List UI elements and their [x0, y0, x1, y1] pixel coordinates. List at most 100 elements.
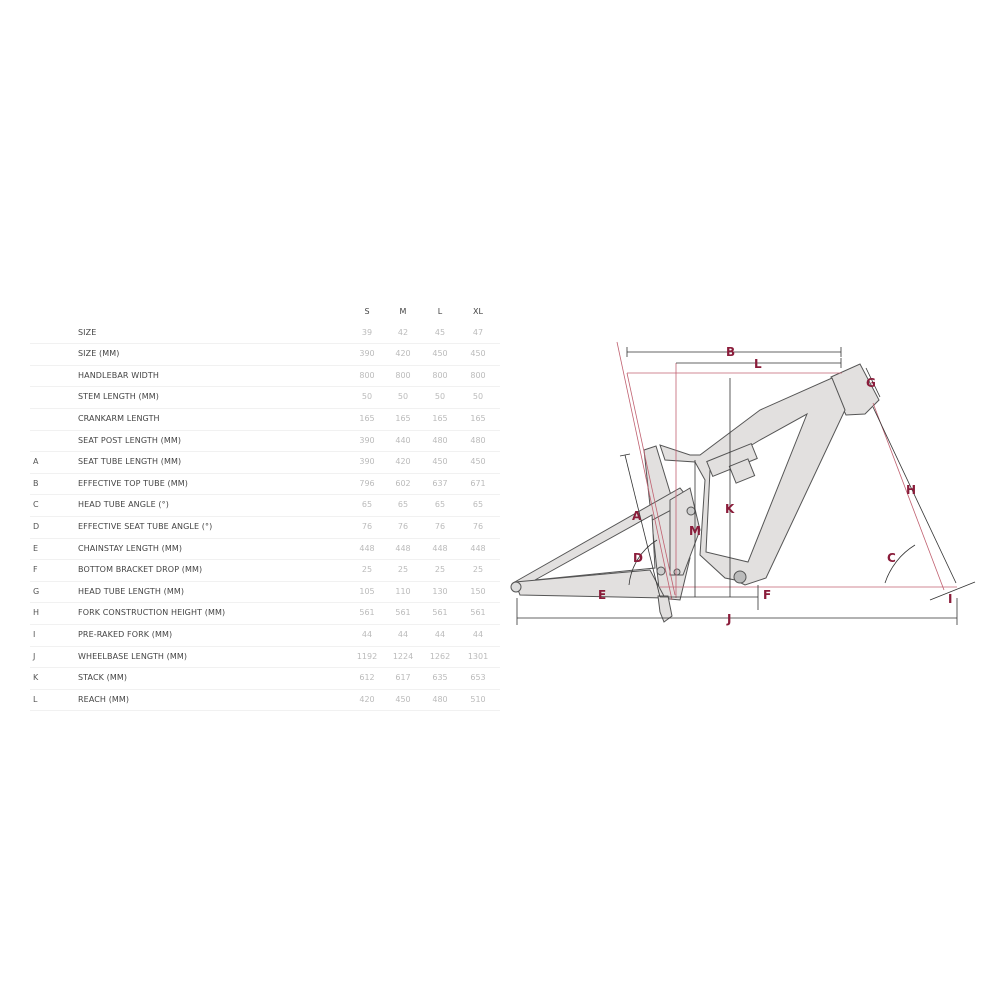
row-label: CHAINSTAY LENGTH (MM)	[78, 543, 183, 553]
row-label: BOTTOM BRACKET DROP (MM)	[78, 565, 203, 575]
shock-reservoir	[728, 458, 756, 484]
row-label: HANDLEBAR WIDTH	[78, 370, 160, 380]
row-letter: B	[33, 478, 39, 488]
cell-l: 450	[432, 349, 448, 359]
cell-xl: 653	[470, 673, 486, 683]
cell-s: 39	[361, 327, 373, 337]
row-letter: D	[33, 521, 40, 531]
cell-l: 480	[432, 435, 448, 445]
row-label: CRANKARM LENGTH	[78, 413, 160, 423]
cell-m: 800	[395, 370, 411, 380]
rear-triangle-hole	[534, 514, 656, 581]
frame	[510, 363, 880, 623]
cell-m: 561	[395, 608, 411, 618]
row-letter: C	[33, 500, 39, 510]
row-label: SEAT POST LENGTH (MM)	[78, 435, 182, 445]
bb-pivot	[733, 570, 747, 584]
cell-s: 390	[359, 457, 375, 467]
cell-xl: 150	[470, 586, 486, 596]
cell-xl: 76	[472, 521, 484, 531]
cell-s: 76	[361, 521, 373, 531]
main-triangle-hole	[705, 412, 808, 563]
row-label: STEM LENGTH (MM)	[78, 392, 159, 402]
cell-xl: 480	[470, 435, 486, 445]
cell-m: 165	[395, 413, 411, 423]
pivot	[673, 568, 681, 576]
label-a: A	[632, 509, 642, 523]
label-d: D	[633, 551, 643, 565]
label-h: H	[906, 483, 916, 497]
cell-m: 25	[397, 565, 409, 575]
dimension-lines	[516, 347, 976, 625]
cell-l: 561	[432, 608, 448, 618]
label-c: C	[887, 551, 896, 565]
row-letter: E	[33, 543, 39, 553]
dropout	[657, 595, 673, 623]
column-header-xl: XL	[473, 307, 483, 316]
cell-l: 637	[432, 478, 448, 488]
row-letter: L	[33, 694, 38, 704]
label-m: M	[689, 524, 701, 538]
cell-m: 420	[395, 349, 411, 359]
cell-s: 25	[361, 565, 373, 575]
cell-s: 390	[359, 349, 375, 359]
label-k: K	[725, 502, 735, 516]
cell-s: 165	[359, 413, 375, 423]
table-header: S M L XL	[30, 302, 500, 323]
row-letter: I	[33, 629, 36, 639]
row-label: SIZE	[78, 327, 97, 337]
cell-l: 800	[432, 370, 448, 380]
column-header-m: M	[399, 307, 407, 316]
cell-l: 450	[432, 457, 448, 467]
row-letter: K	[33, 673, 39, 683]
cell-xl: 165	[470, 413, 486, 423]
cell-l: 448	[432, 543, 448, 553]
cell-s: 1192	[356, 651, 378, 661]
cell-xl: 671	[470, 478, 486, 488]
cell-m: 44	[397, 629, 409, 639]
label-j: J	[726, 612, 731, 626]
cell-l: 165	[432, 413, 448, 423]
cell-xl: 800	[470, 370, 486, 380]
cell-l: 45	[434, 327, 446, 337]
cell-xl: 44	[472, 629, 484, 639]
row-letter: F	[33, 565, 38, 575]
cell-s: 561	[359, 608, 375, 618]
cell-xl: 450	[470, 349, 486, 359]
cell-s: 796	[359, 478, 375, 488]
row-label: EFFECTIVE SEAT TUBE ANGLE (°)	[78, 521, 213, 531]
cell-m: 1224	[392, 651, 414, 661]
cell-m: 65	[397, 500, 409, 510]
row-label: WHEELBASE LENGTH (MM)	[78, 651, 188, 661]
table-row: CRANKARM LENGTH 165 165 165 165	[30, 409, 500, 431]
cell-xl: 510	[470, 694, 486, 704]
row-letter: J	[33, 651, 36, 661]
cell-s: 105	[359, 586, 375, 596]
row-label: SIZE (MM)	[78, 349, 120, 359]
row-label: FORK CONSTRUCTION HEIGHT (MM)	[78, 608, 226, 618]
cell-m: 50	[397, 392, 409, 402]
label-l: L	[754, 357, 762, 371]
cell-s: 420	[359, 694, 375, 704]
cell-m: 450	[395, 694, 411, 704]
cell-xl: 1301	[467, 651, 489, 661]
cell-l: 635	[432, 673, 448, 683]
cell-l: 44	[434, 629, 446, 639]
row-letter: G	[33, 586, 40, 596]
row-label: STACK (MM)	[78, 673, 128, 683]
cell-s: 44	[361, 629, 373, 639]
row-letter: A	[33, 457, 39, 467]
dimension-labels: B L G H K M A D C E F I J	[598, 345, 952, 626]
pivot	[656, 566, 666, 576]
cell-l: 480	[432, 694, 448, 704]
